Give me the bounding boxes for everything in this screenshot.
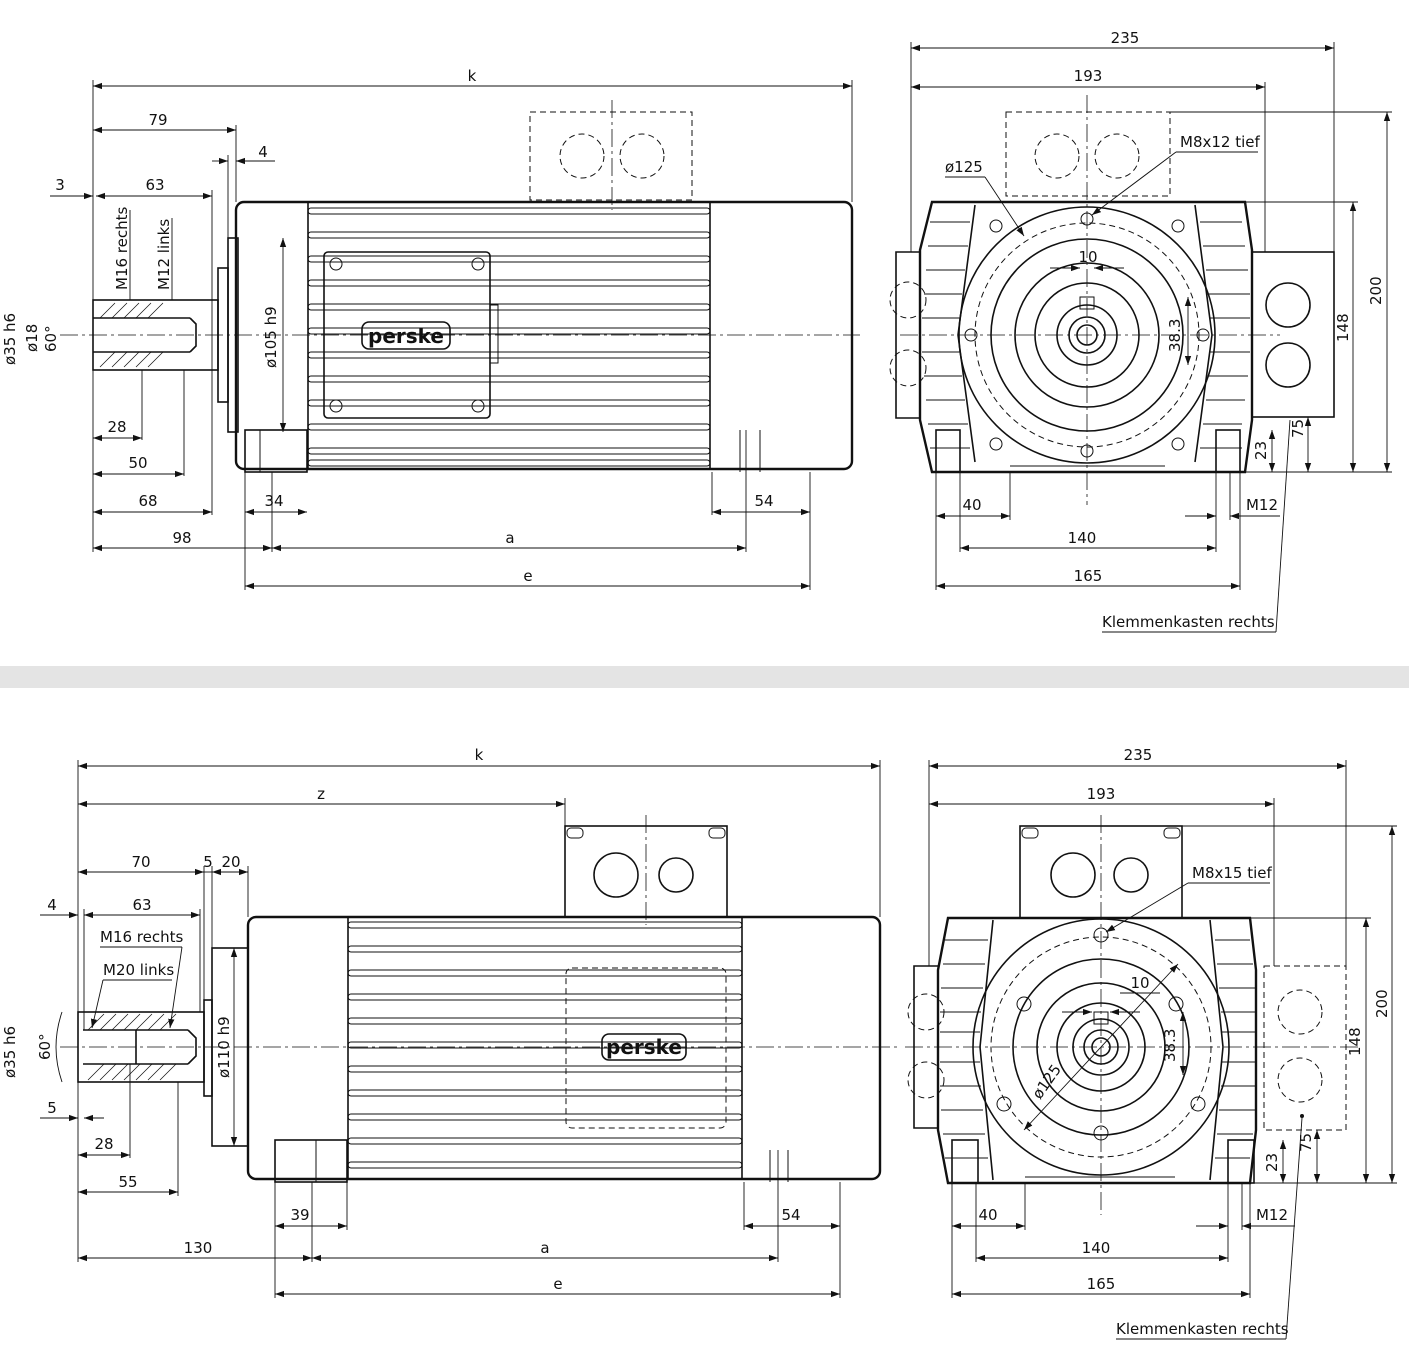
perske-logo-bottom: perske xyxy=(606,1035,682,1059)
perske-logo-frame-bottom xyxy=(601,1033,687,1061)
dim-10: 10 xyxy=(1078,248,1097,266)
angle: 60° xyxy=(42,325,60,352)
dim-34: 34 xyxy=(264,492,283,510)
dim-54: 54 xyxy=(754,492,773,510)
dim-140-bottom: 140 xyxy=(1082,1239,1111,1257)
shaft-hatching xyxy=(99,302,164,368)
dim-28-bottom: 28 xyxy=(94,1135,113,1153)
dim-193: 193 xyxy=(1074,67,1103,85)
dim-40: 40 xyxy=(962,496,981,514)
dim-50: 50 xyxy=(128,454,147,472)
dim-z: z xyxy=(317,785,325,803)
dim-38-3-bottom: 38.3 xyxy=(1161,1029,1179,1062)
front-fins xyxy=(922,221,1250,449)
bore-dia: ø18 xyxy=(23,324,41,352)
thread-hole-bottom: M8x15 tief xyxy=(1192,864,1272,882)
section-separator xyxy=(0,666,1409,688)
dim-193-bottom: 193 xyxy=(1087,785,1116,803)
dim-4: 4 xyxy=(258,143,268,161)
thread-right: M16 rechts xyxy=(113,207,131,290)
cooling-fins-bottom xyxy=(347,921,743,1169)
thread-left-bottom: M20 links xyxy=(103,961,174,979)
thread-right-bottom: M16 rechts xyxy=(100,928,183,946)
dim-200-bottom: 200 xyxy=(1373,989,1391,1018)
dim-3: 3 xyxy=(55,176,65,194)
dim-140: 140 xyxy=(1068,529,1097,547)
dim-38-3: 38.3 xyxy=(1166,319,1184,352)
dim-148-bottom: 148 xyxy=(1346,1027,1364,1056)
dim-75-bottom: 75 xyxy=(1297,1133,1315,1152)
dim-5-top: 5 xyxy=(203,853,213,871)
dim-79: 79 xyxy=(148,111,167,129)
dim-235-bottom: 235 xyxy=(1124,746,1153,764)
dim-68: 68 xyxy=(138,492,157,510)
dim-5-bottom: 5 xyxy=(47,1099,57,1117)
dim-98: 98 xyxy=(172,529,191,547)
dim-235: 235 xyxy=(1111,29,1140,47)
thread-left: M12 links xyxy=(155,219,173,290)
shaft-dia-bottom: ø35 h6 xyxy=(1,1026,19,1078)
terminal-box-label: Klemmenkasten rechts xyxy=(1102,613,1275,631)
m12: M12 xyxy=(1246,496,1278,514)
terminal-box-label-bottom: Klemmenkasten rechts xyxy=(1116,1320,1289,1338)
dim-55: 55 xyxy=(118,1173,137,1191)
dim-10-bottom: 10 xyxy=(1130,974,1149,992)
dim-k-bottom: k xyxy=(475,746,484,764)
dim-a: a xyxy=(505,529,514,547)
pcd: ø125 xyxy=(945,158,983,176)
dim-40-bottom: 40 xyxy=(978,1206,997,1224)
bottom-side-view: perske k xyxy=(1,746,900,1298)
perske-logo: perske xyxy=(368,324,444,348)
shaft-hatching-bottom xyxy=(87,1013,177,1081)
dim-4-bottom: 4 xyxy=(47,896,57,914)
dim-k: k xyxy=(468,67,477,85)
shaft-dia: ø35 h6 xyxy=(1,313,19,365)
bottom-front-view: 235 193 M8x15 tief 10 ø125 38.3 200 148 … xyxy=(905,746,1397,1340)
m12-bottom: M12 xyxy=(1256,1206,1288,1224)
thread-hole: M8x12 tief xyxy=(1180,133,1260,151)
dim-e: e xyxy=(523,567,532,585)
flange-dia-bottom: ø110 h9 xyxy=(215,1016,233,1078)
dim-20: 20 xyxy=(221,853,240,871)
dim-130: 130 xyxy=(184,1239,213,1257)
cooling-fins xyxy=(307,207,711,467)
dim-54-bottom: 54 xyxy=(781,1206,800,1224)
dim-70: 70 xyxy=(131,853,150,871)
dim-28: 28 xyxy=(107,418,126,436)
top-front-view: 235 193 M8x12 tief ø125 10 38.3 200 148 … xyxy=(889,29,1392,633)
dim-63: 63 xyxy=(145,176,164,194)
dim-75: 75 xyxy=(1289,419,1307,438)
dim-165-bottom: 165 xyxy=(1087,1275,1116,1293)
dim-23-bottom: 23 xyxy=(1263,1153,1281,1172)
dim-200: 200 xyxy=(1367,276,1385,305)
perske-logo-frame xyxy=(361,321,451,350)
dim-23: 23 xyxy=(1252,441,1270,460)
top-side-view: perske k xyxy=(1,67,860,590)
dim-165: 165 xyxy=(1074,567,1103,585)
angle-bottom: 60° xyxy=(36,1033,54,1060)
dim-39: 39 xyxy=(290,1206,309,1224)
dim-e-bottom: e xyxy=(553,1275,562,1293)
dim-a-bottom: a xyxy=(540,1239,549,1257)
dim-148: 148 xyxy=(1334,313,1352,342)
dim-63-bottom: 63 xyxy=(132,896,151,914)
flange-dia: ø105 h9 xyxy=(262,306,280,368)
